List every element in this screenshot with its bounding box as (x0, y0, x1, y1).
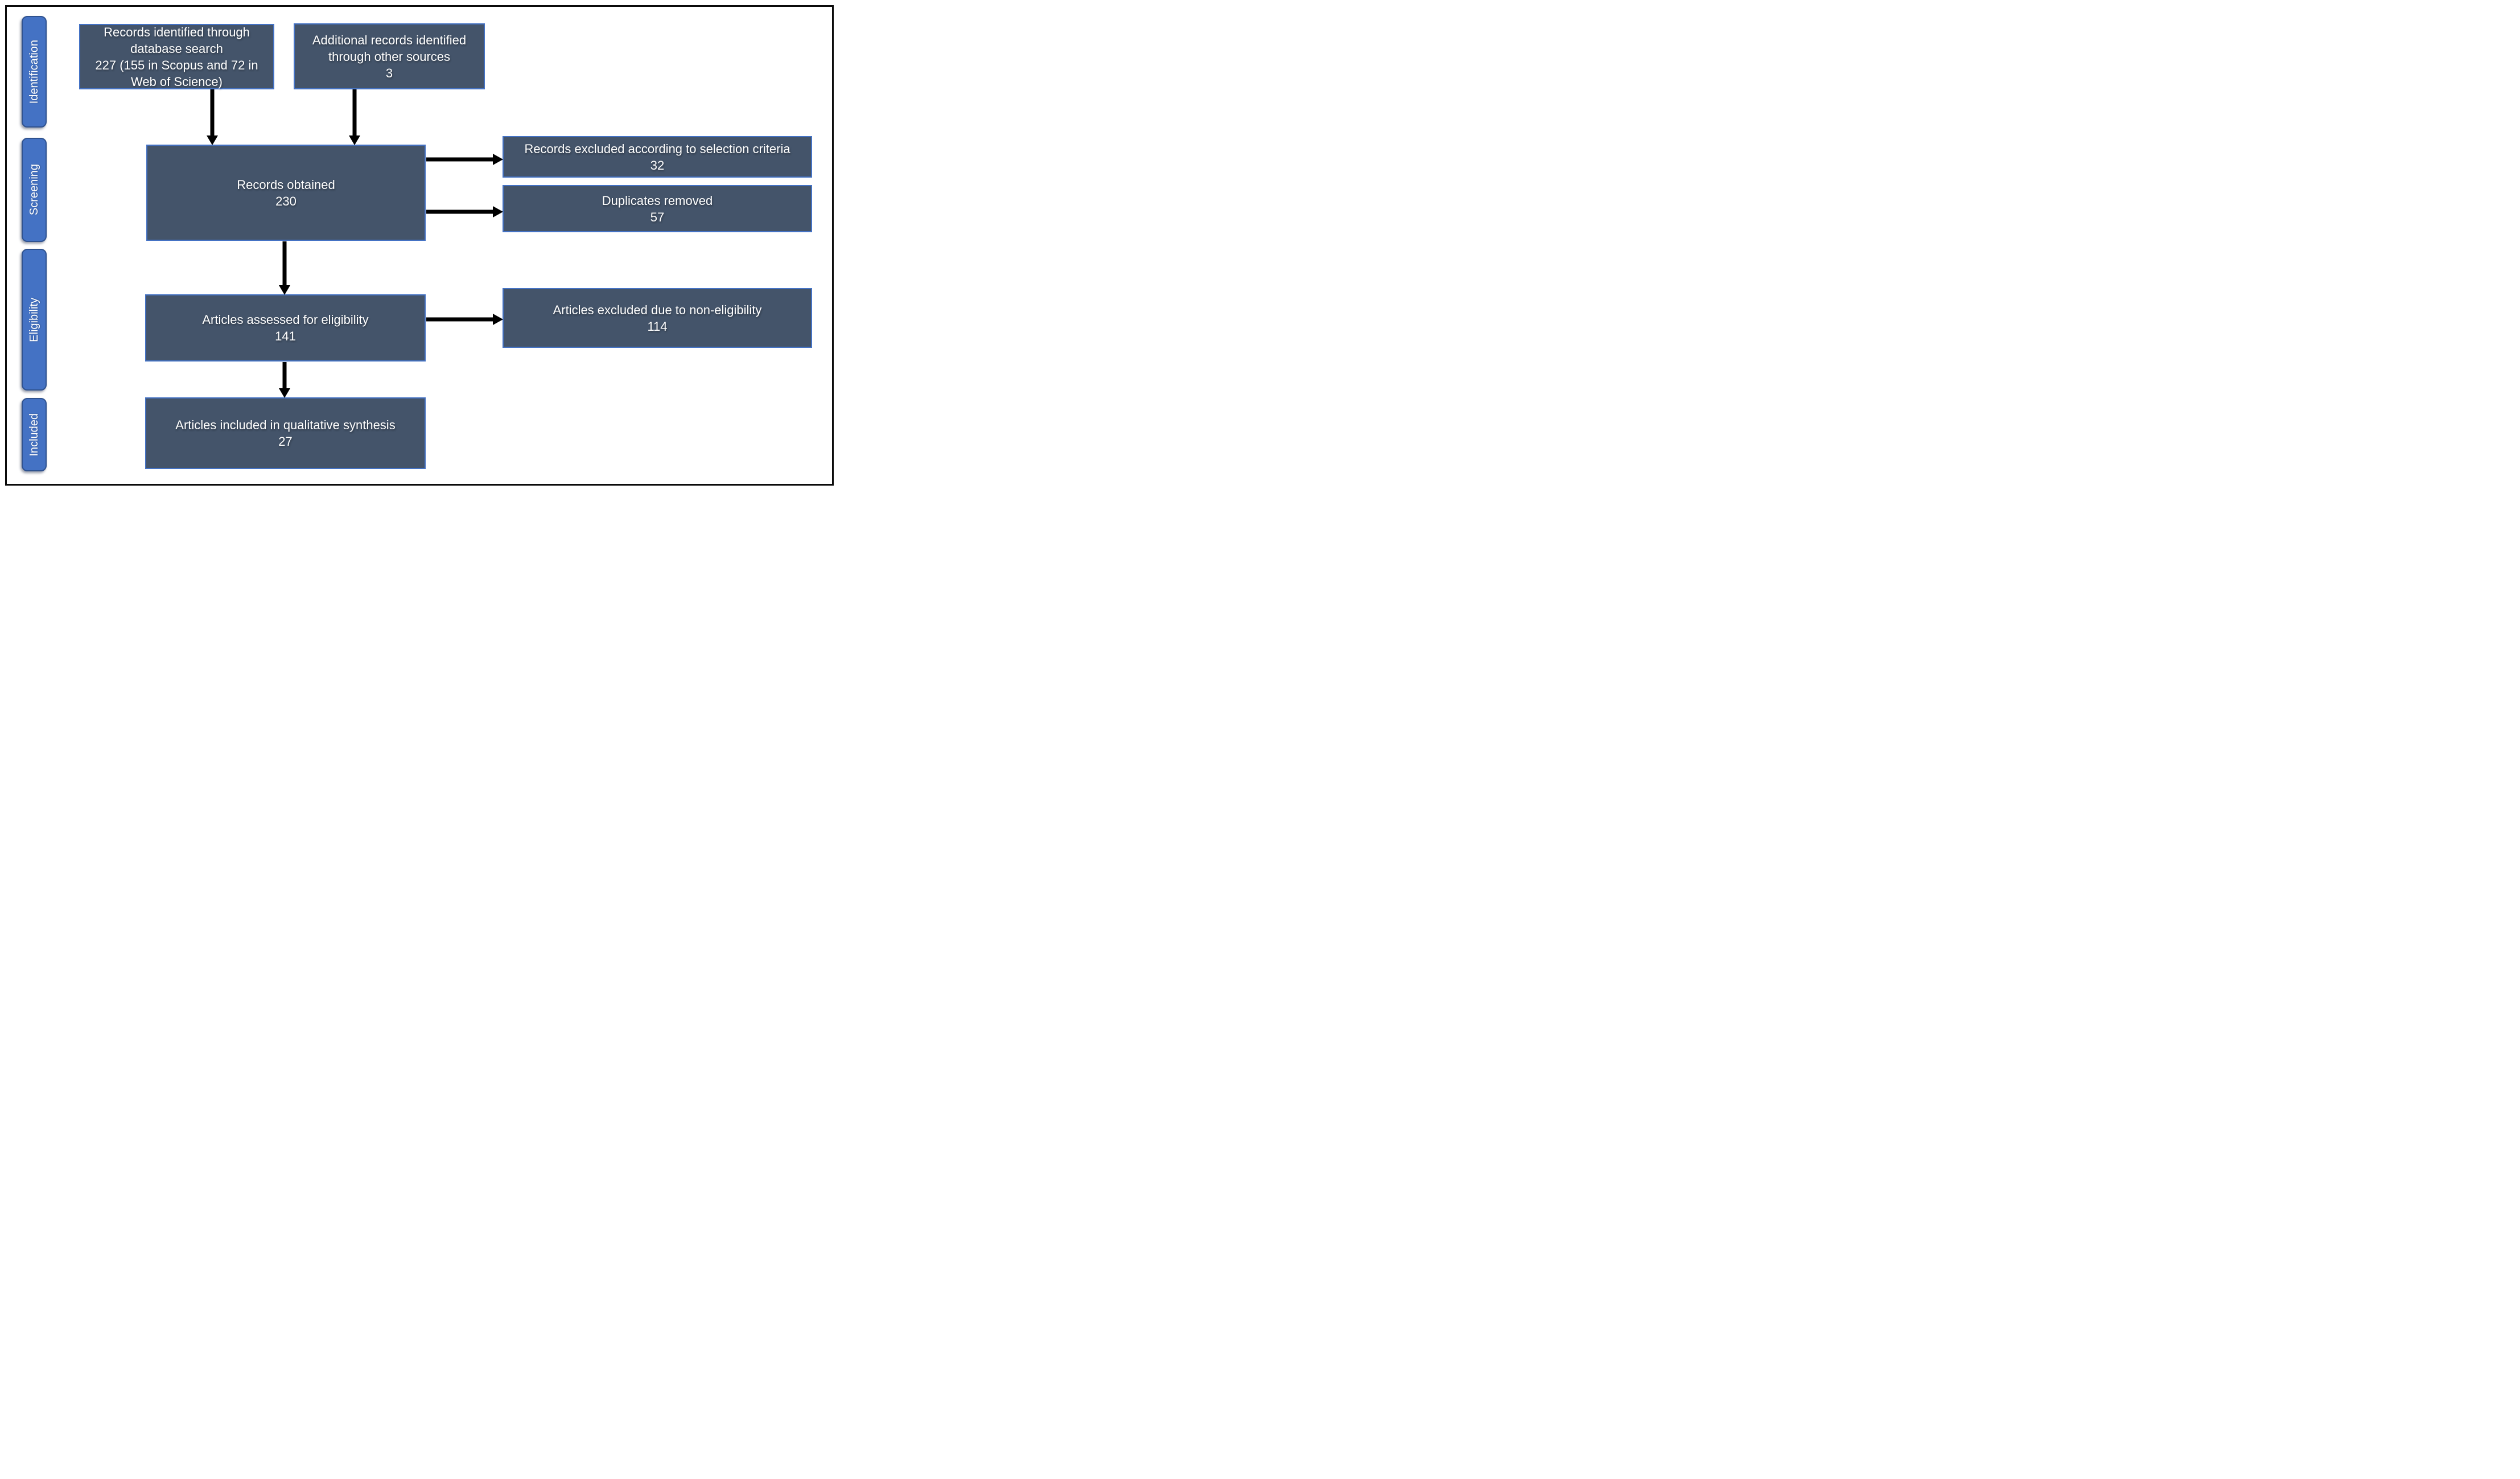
box-count: 27 (278, 434, 293, 449)
box-count: 227 (155 in Scopus and 72 in Web of Scie… (95, 57, 258, 89)
box-articles-included-qualitative-synthesis: Articles included in qualitative synthes… (145, 397, 426, 469)
box-label: Articles excluded due to non-eligibility (553, 302, 762, 317)
box-label: Records excluded according to selection … (524, 141, 790, 156)
stage-label-text: Eligibility (27, 297, 40, 342)
box-label: Records obtained (237, 177, 335, 192)
stage-label-eligibility: Eligibility (22, 249, 47, 391)
box-records-excluded-selection-criteria: Records excluded according to selection … (503, 136, 812, 178)
box-additional-records: Additional records identified through ot… (294, 23, 485, 89)
box-articles-excluded-non-eligibility: Articles excluded due to non-eligibility… (503, 288, 812, 348)
stage-label-included: Included (22, 398, 47, 471)
box-count: 114 (647, 319, 668, 334)
box-articles-assessed-eligibility: Articles assessed for eligibility 141 (145, 294, 426, 361)
prisma-flow-diagram: Identification Screening Eligibility Inc… (0, 0, 840, 493)
box-label: Records identified through database sear… (104, 24, 250, 56)
box-duplicates-removed: Duplicates removed 57 (503, 185, 812, 232)
box-label: Duplicates removed (602, 193, 713, 208)
box-label: Additional records identified through ot… (312, 32, 467, 64)
box-count: 57 (650, 209, 665, 224)
box-records-obtained: Records obtained 230 (146, 145, 426, 241)
stage-label-text: Included (27, 413, 40, 457)
box-count: 32 (650, 158, 665, 172)
box-label: Articles included in qualitative synthes… (175, 418, 396, 432)
box-count: 230 (275, 194, 297, 208)
box-count: 141 (275, 329, 296, 343)
stage-label-text: Identification (27, 39, 40, 104)
stage-label-screening: Screening (22, 138, 47, 242)
diagram-frame (5, 5, 834, 486)
box-records-identified: Records identified through database sear… (79, 24, 274, 89)
stage-label-text: Screening (27, 164, 40, 216)
box-label: Articles assessed for eligibility (202, 313, 369, 327)
stage-label-identification: Identification (22, 16, 47, 128)
box-count: 3 (385, 65, 393, 80)
